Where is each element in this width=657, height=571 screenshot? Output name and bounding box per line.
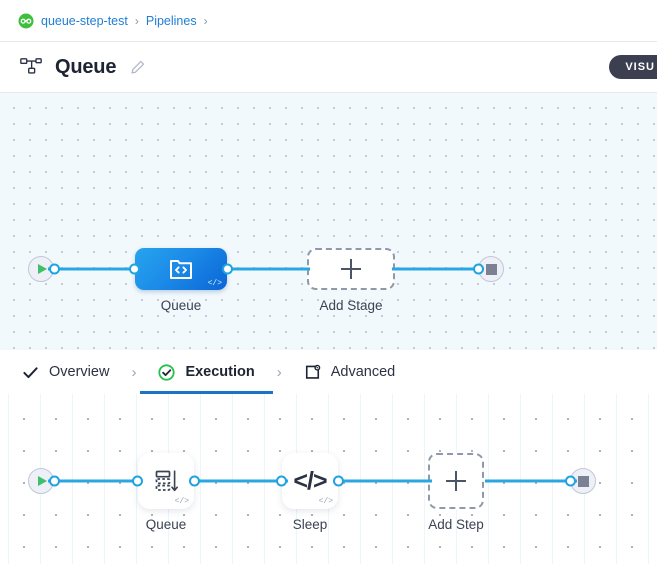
stage-node-queue-body[interactable]: </> [135,248,227,290]
stage-node-queue[interactable]: </> Queue [129,248,233,313]
step-node-queue[interactable]: </> Queue [132,453,200,532]
step-sleep-in-port[interactable] [276,475,287,487]
stage-node-in-port[interactable] [129,263,140,275]
pipeline-hierarchy-icon [20,58,42,74]
tab-overview[interactable]: Overview [22,350,109,394]
visual-toggle-button[interactable]: VISU [609,55,657,79]
stage-start-node[interactable] [28,256,60,282]
script-stage-icon [170,260,192,279]
step-start-node[interactable] [28,468,60,494]
stage-node-out-port[interactable] [222,263,233,275]
page-header: Queue VISU [0,42,657,93]
stage-start-port[interactable] [49,263,60,275]
code-icon: </> [293,466,327,495]
step-edge-2 [196,479,288,483]
step-edge-3 [340,479,432,483]
step-node-sleep-badge: </> [318,497,333,506]
step-end-port[interactable] [565,475,576,487]
stage-end-port[interactable] [473,263,484,275]
breadcrumb-item-pipelines[interactable]: Pipelines [145,13,197,28]
add-step-node[interactable]: Add Step [428,453,484,532]
queue-step-icon [155,470,178,492]
step-queue-out-port[interactable] [189,475,200,487]
tab-execution[interactable]: Execution [140,350,274,394]
play-icon [38,476,47,486]
stop-icon [485,263,497,275]
add-stage-label: Add Stage [319,298,383,313]
add-stage-node[interactable]: Add Stage [307,248,395,313]
page-title: Queue [55,55,117,78]
breadcrumb-separator: › [134,13,139,28]
plus-icon [446,471,466,491]
stage-canvas[interactable]: </> Queue Add Stage [0,93,657,350]
stage-node-label: Queue [160,298,202,313]
step-edge-1 [48,479,140,483]
step-edge-4 [485,479,577,483]
start-endcap [28,256,54,282]
step-sleep-out-port[interactable] [333,475,344,487]
breadcrumb-item-project[interactable]: queue-step-test [41,13,128,28]
breadcrumb-separator-2: › [203,13,208,28]
tab-separator-2: › [276,363,282,381]
stage-edge-2 [222,267,310,271]
play-icon [38,264,47,274]
visual-toggle-label: VISU [625,61,655,73]
plus-icon [341,259,361,279]
stage-end-node[interactable] [473,256,504,282]
step-node-queue-badge: </> [174,497,189,506]
add-step-label: Add Step [428,517,484,532]
stop-icon [577,475,589,487]
step-canvas[interactable]: </> Queue </> </> Sleep Add Step [0,394,657,564]
check-circle-green-icon [158,363,176,381]
tab-advanced-label: Advanced [330,364,396,380]
advanced-settings-icon [305,364,321,379]
step-node-sleep[interactable]: </> </> Sleep [276,453,344,532]
stage-edge-1 [48,267,140,271]
detail-tabs: Overview › Execution › Advanced [0,350,657,394]
check-icon [23,366,38,378]
step-node-sleep-label: Sleep [292,517,328,532]
tab-overview-label: Overview [49,364,110,380]
add-step-box[interactable] [428,453,484,509]
step-node-sleep-body[interactable]: </> </> [282,453,338,509]
pencil-edit-icon[interactable] [130,60,145,75]
step-node-queue-body[interactable]: </> [138,453,194,509]
step-queue-in-port[interactable] [132,475,143,487]
stage-edge-3 [392,267,484,271]
step-start-port[interactable] [49,475,60,487]
tab-advanced[interactable]: Advanced [304,350,396,394]
tab-execution-label: Execution [185,364,255,380]
project-link-icon [18,13,34,28]
step-end-node[interactable] [565,468,596,494]
add-stage-box[interactable] [307,248,395,290]
tab-separator-1: › [131,363,137,381]
breadcrumb: queue-step-test › Pipelines › [0,0,657,42]
step-node-queue-label: Queue [145,517,187,532]
stage-node-code-badge: </> [207,279,222,288]
